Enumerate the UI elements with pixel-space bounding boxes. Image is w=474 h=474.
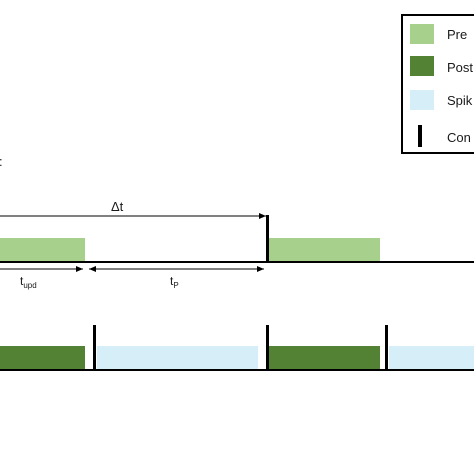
legend-swatch-post (410, 56, 434, 76)
t-upd-label: tupd (20, 274, 37, 290)
cut-label: : (0, 154, 3, 169)
t-p-label: tP (170, 274, 179, 290)
pre-window-1 (0, 238, 85, 262)
legend: Pre Post Spik Con (401, 14, 474, 154)
pre-window-2 (269, 238, 380, 262)
pre-timeline (0, 215, 474, 263)
legend-swatch-control (418, 125, 422, 147)
t-upd-sub: upd (23, 281, 36, 290)
spike-window-1 (97, 346, 258, 370)
spike-window-2 (389, 346, 474, 370)
legend-label-pre: Pre (447, 27, 467, 42)
legend-label-spike: Spik (447, 93, 473, 108)
t-p-sub: P (173, 281, 178, 290)
legend-label-post: Post (447, 60, 473, 75)
t-p-base: t (170, 274, 174, 288)
delta-t-label: Δt (111, 199, 124, 214)
legend-swatch-spike (410, 90, 434, 110)
post-window-1 (0, 346, 85, 370)
post-window-2 (269, 346, 380, 370)
post-timeline (0, 325, 474, 371)
t-upd-base: t (20, 274, 24, 288)
legend-swatch-pre (410, 24, 434, 44)
delta-t-annotation: Δt (0, 199, 266, 219)
control-marker-bottom-3 (385, 325, 388, 370)
control-marker-bottom-1 (93, 325, 96, 370)
legend-label-control: Con (447, 130, 471, 145)
control-marker-bottom-2 (266, 325, 269, 370)
control-marker-top (266, 215, 269, 262)
interval-annotations: tupd tP (0, 266, 264, 290)
